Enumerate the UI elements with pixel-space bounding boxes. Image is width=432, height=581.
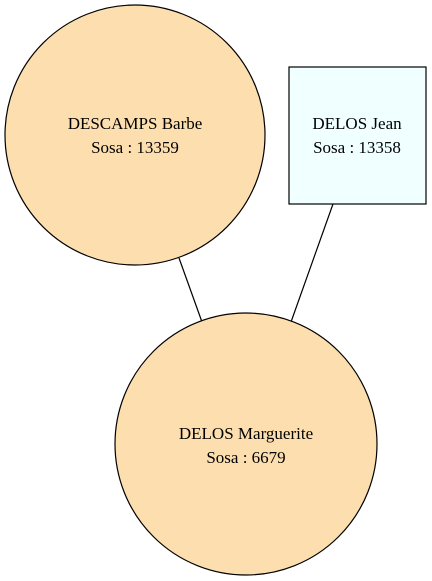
node-shape-female (114, 312, 378, 576)
node-shape-female (4, 4, 266, 266)
node-sosa: Sosa : 13359 (91, 138, 179, 157)
node-sosa: Sosa : 13358 (313, 138, 401, 157)
node-name: DESCAMPS Barbe (68, 114, 203, 133)
node-name: DELOS Marguerite (179, 424, 313, 443)
node-delos-jean: DELOS Jean Sosa : 13358 (288, 66, 427, 205)
node-delos-marguerite: DELOS Marguerite Sosa : 6679 (114, 312, 378, 576)
node-shape-male (288, 66, 427, 205)
node-name: DELOS Jean (312, 114, 402, 133)
edge-father-child (290, 203, 334, 323)
node-descamps-barbe: DESCAMPS Barbe Sosa : 13359 (4, 4, 266, 266)
node-sosa: Sosa : 6679 (206, 448, 285, 467)
edge-mother-child (178, 257, 203, 323)
